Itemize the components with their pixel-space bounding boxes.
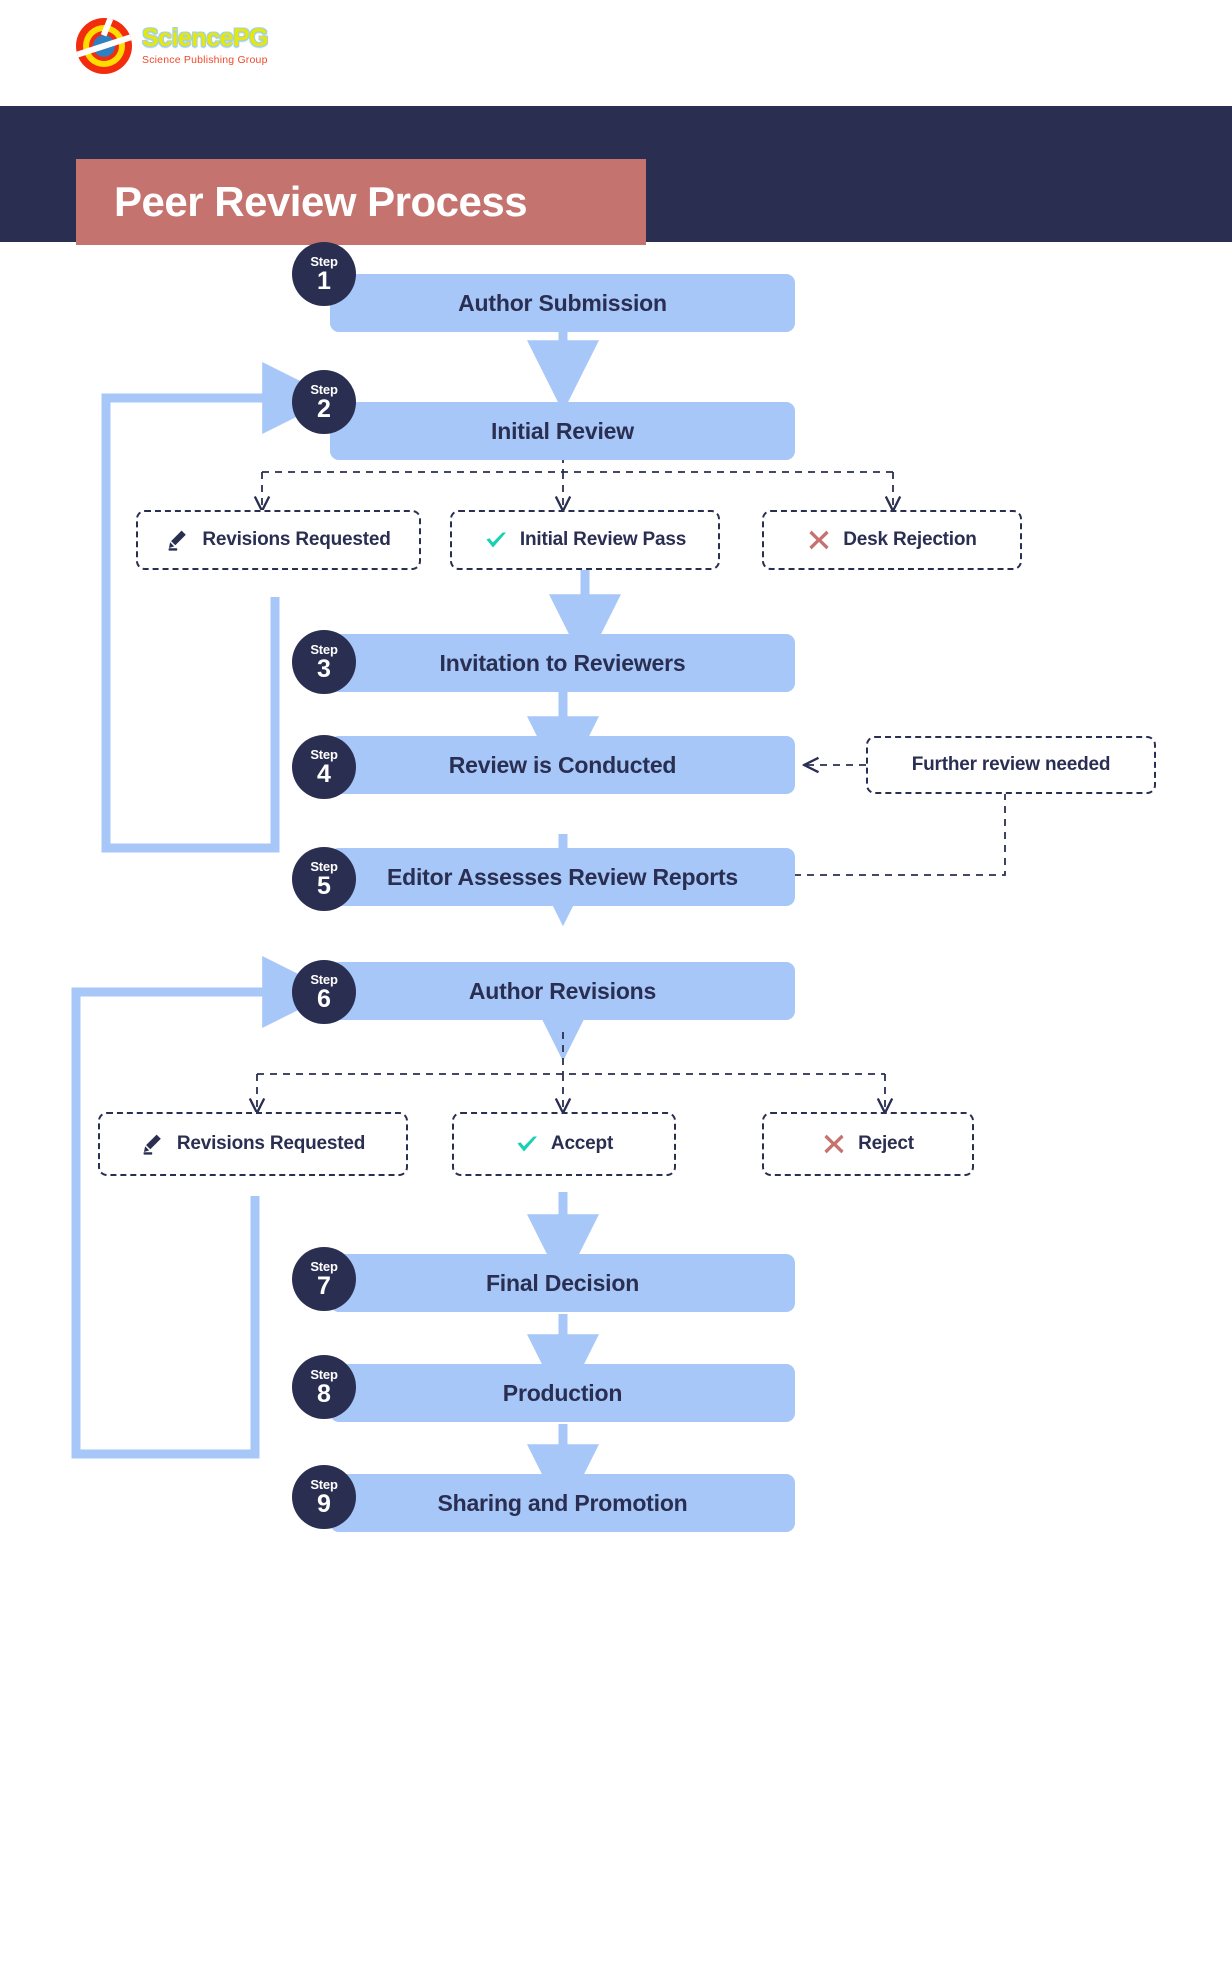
step-badge-label: Step [310,641,338,657]
step-badge-label: Step [310,746,338,762]
decision-revisions-requested-2[interactable]: Revisions Requested [98,1112,408,1176]
process-step-1[interactable]: Author Submission [330,274,795,332]
step-badge-6: Step 6 [292,960,356,1024]
check-icon [486,532,506,548]
decision-label: Initial Review Pass [519,529,687,550]
process-step-6-label: Author Revisions [468,977,657,1004]
side-note-further-review-needed[interactable]: Further review needed [866,736,1156,794]
sciencepg-circle-logo-icon [76,17,132,74]
step-badge-number: 5 [317,871,331,900]
step-badge-label: Step [310,971,338,987]
decision-label: Revisions Requested [202,529,391,550]
step-badge-1: Step 1 [292,242,356,306]
process-step-9[interactable]: Sharing and Promotion [330,1474,795,1532]
page-title: Peer Review Process [114,178,528,225]
step-badge-3: Step 3 [292,630,356,694]
brand-tagline: Science Publishing Group [142,54,268,67]
process-step-6[interactable]: Author Revisions [330,962,795,1020]
process-step-5-label: Editor Assesses Review Reports [386,863,739,890]
process-step-2-label: Initial Review [491,417,634,444]
decision-accept[interactable]: Accept [452,1112,676,1176]
process-step-4[interactable]: Review is Conducted [330,736,795,794]
cross-icon [809,530,829,550]
logo-bar: SciencePG Science Publishing Group [0,0,1232,106]
step-badge-number: 6 [317,984,331,1013]
step-badge-9: Step 9 [292,1465,356,1529]
step-badge-label: Step [310,1366,338,1382]
step-badge-8: Step 8 [292,1355,356,1419]
process-step-7[interactable]: Final Decision [330,1254,795,1312]
check-icon [517,1136,537,1152]
decision-label: Accept [550,1133,614,1154]
pencil-icon [168,530,187,551]
step-badge-number: 7 [317,1271,331,1300]
process-step-8[interactable]: Production [330,1364,795,1422]
process-step-8-label: Production [502,1379,623,1406]
step-badge-number: 2 [317,394,331,423]
process-step-5[interactable]: Editor Assesses Review Reports [330,848,795,906]
decision-reject[interactable]: Reject [762,1112,974,1176]
decision-desk-rejection[interactable]: Desk Rejection [762,510,1022,570]
step-badge-number: 1 [317,266,331,295]
process-step-4-label: Review is Conducted [448,751,677,778]
process-step-9-label: Sharing and Promotion [437,1489,688,1516]
pencil-icon [143,1134,161,1155]
step-badge-number: 4 [317,759,331,788]
decision-initial-review-pass[interactable]: Initial Review Pass [450,510,720,570]
step-badge-number: 9 [317,1489,331,1518]
brand-logo[interactable]: SciencePG Science Publishing Group [76,17,269,74]
decision-label: Desk Rejection [843,529,977,550]
process-step-1-label: Author Submission [458,289,667,316]
step-badge-number: 3 [317,654,331,683]
flowchart-canvas: Step 1 Author Submission Step 2 Initial … [0,242,1232,1986]
step-badge-label: Step [310,1258,338,1274]
decision-revisions-requested-1[interactable]: Revisions Requested [136,510,421,570]
step-badge-2: Step 2 [292,370,356,434]
process-step-2[interactable]: Initial Review [330,402,795,460]
decision-label: Revisions Requested [176,1133,366,1154]
process-step-7-label: Final Decision [485,1269,640,1296]
step-badge-label: Step [310,858,338,874]
step-badge-label: Step [310,381,338,397]
side-note-label: Further review needed [911,754,1111,775]
process-step-3-label: Invitation to Reviewers [439,649,686,676]
decision-label: Reject [858,1133,914,1154]
cross-icon [824,1134,844,1154]
step-badge-number: 8 [317,1379,331,1408]
step-badge-7: Step 7 [292,1247,356,1311]
step-badge-label: Step [310,253,338,269]
process-step-3[interactable]: Invitation to Reviewers [330,634,795,692]
brand-name: SciencePG [142,24,269,53]
page-title-block: Peer Review Process [76,159,646,245]
step-badge-5: Step 5 [292,847,356,911]
step-badge-4: Step 4 [292,735,356,799]
step-badge-label: Step [310,1476,338,1492]
